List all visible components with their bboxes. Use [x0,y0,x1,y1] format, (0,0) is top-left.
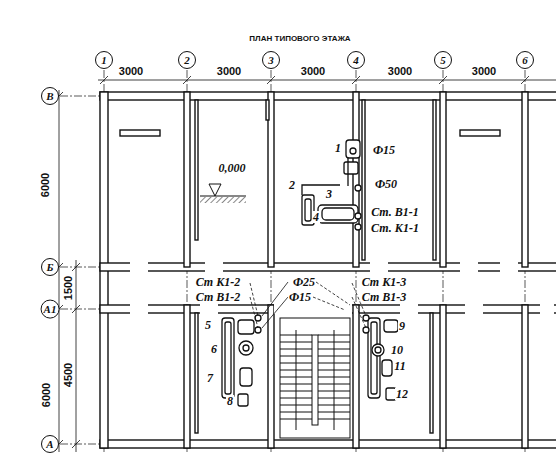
dimension-text: 3000 [217,66,241,77]
callout-label: Ф50 [374,178,398,190]
axis-label: В [46,90,53,102]
plumbing-fixtures [222,140,398,406]
axis-label: А1 [44,303,57,315]
callout-label: Ст К1-2 [195,276,242,288]
axis-bubble: В [41,87,59,105]
callout-label: Ст К1-3 [361,276,408,288]
leader-lines [250,282,366,328]
axis-bubble: 1 [95,51,113,69]
axis-bubble: 4 [347,51,365,69]
callout-label: 11 [393,360,406,372]
axis-label: 6 [522,54,528,66]
level-mark-text: 0,000 [218,162,247,174]
callout-label: Ст В1-3 [361,291,408,303]
dimension-text: 3000 [301,66,325,77]
axis-bubble: Б [41,258,59,276]
dimension-text: 6000 [40,173,51,197]
drawing-title: ПЛАН ТИПОВОГО ЭТАЖА [249,34,350,43]
dimension-text: 3000 [472,66,496,77]
axis-label: 3 [268,54,274,66]
axis-bubble: 3 [262,51,280,69]
callout-label: 1 [335,142,341,154]
axis-label: 2 [184,54,190,66]
callout-label: 5 [204,319,212,331]
axis-label: 4 [353,54,359,66]
callout-label: Ф15 [372,144,396,156]
callout-label: Ф25 [292,276,316,288]
dimension-text: 3000 [388,66,412,77]
callout-label: 12 [395,388,409,400]
staircase [280,318,350,438]
axis-bubble: А1 [41,300,60,319]
callout-label: 9 [398,320,406,332]
walls [100,92,556,448]
callout-label: 10 [390,344,404,356]
level-mark [200,184,246,203]
dimension-text: 6000 [41,382,52,408]
axis-label: Б [47,261,54,273]
axis-bubble: 5 [434,51,452,69]
callout-label: 8 [226,395,234,407]
callout-label: Ф15 [288,291,312,303]
callout-label: 3 [325,188,333,200]
callout-label: Ст. В1-1 [370,206,420,218]
callout-label: 4 [312,211,320,223]
axis-lines [60,70,525,452]
axis-label: 5 [440,54,446,66]
callout-label: Ст. К1-1 [370,222,420,234]
callout-label: 7 [206,372,214,384]
dimension-text: 1500 [63,275,74,301]
callout-label: Ст В1-2 [195,291,242,303]
axis-bubble: 6 [516,51,534,69]
callout-label: 6 [210,343,218,355]
callout-label: 2 [289,179,295,191]
axis-label: А [46,438,53,450]
axis-label: 1 [101,54,107,66]
dimension-text: 3000 [119,66,143,77]
axis-bubble: А [41,435,59,453]
axis-bubble: 2 [178,51,196,69]
dimension-text: 4500 [63,362,74,388]
